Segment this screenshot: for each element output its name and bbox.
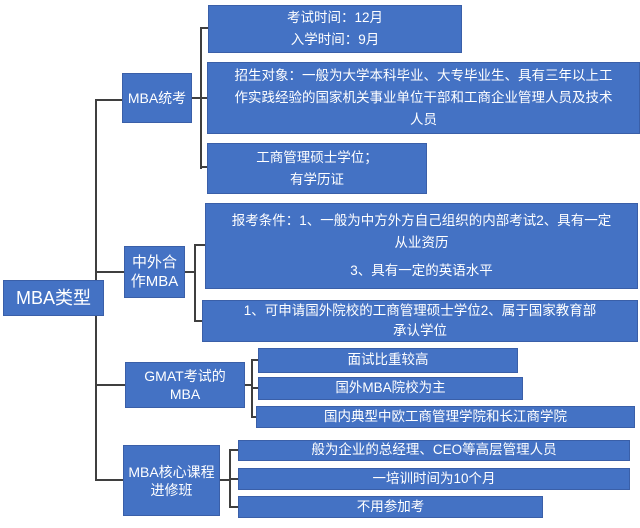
connector-line (229, 478, 239, 480)
connector-branch2-stub (95, 271, 124, 273)
branch-label: 中外合 (131, 254, 177, 271)
text-line: 国内典型中欧工商管理学院和长江商学院 (324, 408, 567, 424)
text-line: 承认学位 (393, 323, 447, 338)
leaf-degree-certificate: 工商管理硕士学位； 有学历证 (207, 143, 427, 194)
text-line: 不用参加考 (356, 498, 425, 514)
connector-line (229, 506, 239, 508)
text-line: 作实践经验的国家机关事业单位干部和工商企业管理人员及技术 (234, 90, 613, 105)
connector-line (251, 387, 259, 389)
connector-line (184, 271, 196, 273)
branch-label: MBA统考 (127, 90, 187, 106)
text-line: 面试比重较高 (347, 352, 429, 368)
leaf-target-executives: 般为企业的总经理、CEO等高层管理人员 (238, 440, 630, 461)
leaf-admission-target: 招生对象：一般为大学本科毕业、大专毕业生、具有三年以上工 作实践经验的国家机关事… (207, 62, 640, 134)
branch-label: GMAT考试的 (144, 368, 226, 384)
connector-bracket2 (194, 244, 196, 322)
branch-node-sino-foreign-mba: 中外合 作MBA (124, 246, 185, 298)
connector-branch4-stub (95, 479, 123, 481)
connector-line (194, 244, 206, 246)
leaf-domestic-schools: 国内典型中欧工商管理学院和长江商学院 (256, 406, 635, 428)
connector-line (200, 97, 208, 99)
branch-label: 作MBA (130, 273, 179, 290)
text-line: 考试时间：12月 (286, 10, 384, 25)
connector-line (200, 27, 209, 29)
branch-node-gmat-mba: GMAT考试的 MBA (125, 362, 245, 408)
leaf-exam-time: 考试时间：12月 入学时间：9月 (208, 5, 462, 53)
text-line: 工商管理硕士学位； (256, 149, 378, 165)
connector-line (251, 416, 257, 418)
leaf-foreign-degree: 1、可申请国外院校的工商管理硕士学位2、属于国家教育部 承认学位 (202, 300, 638, 342)
leaf-foreign-schools: 国外MBA院校为主 (258, 377, 523, 400)
text-line: 一培训时间为10个月 (372, 470, 496, 486)
root-node: MBA类型 (3, 280, 104, 316)
connector-line (192, 97, 202, 99)
text-line: 报考条件：1、一般为中方外方自己组织的内部考试2、具有一定 (231, 213, 612, 228)
leaf-training-duration: 一培训时间为10个月 (238, 468, 630, 490)
text-line: 般为企业的总经理、CEO等高层管理人员 (311, 442, 557, 458)
connector-line (245, 384, 253, 386)
text-line: 入学时间：9月 (290, 32, 380, 47)
branch-node-mba-unified-exam: MBA统考 (122, 73, 192, 123)
branch-label: 进修班 (150, 481, 193, 498)
text-line: 从业资历 (394, 235, 449, 250)
text-line: 人员 (410, 112, 437, 127)
connector-branch3-stub (95, 384, 125, 386)
root-label: MBA类型 (15, 288, 91, 308)
text-line: 招生对象：一般为大学本科毕业、大专毕业生、具有三年以上工 (234, 68, 613, 83)
connector-line (220, 479, 231, 481)
leaf-no-exam: 不用参加考 (238, 496, 543, 518)
connector-line (251, 359, 259, 361)
branch-label: MBA (169, 386, 201, 402)
connector-line (200, 166, 208, 168)
text-line: 3、具有一定的英语水平 (350, 263, 493, 278)
leaf-interview-weight: 面试比重较高 (258, 348, 518, 373)
connector-line (194, 320, 203, 322)
text-line: 1、可申请国外院校的工商管理硕士学位2、属于国家教育部 (243, 303, 597, 318)
leaf-application-conditions: 报考条件：1、一般为中方外方自己组织的内部考试2、具有一定 从业资历 3、具有一… (205, 203, 638, 289)
text-line: 有学历证 (290, 171, 344, 187)
connector-branch1-stub (95, 99, 122, 101)
connector-line (229, 449, 239, 451)
branch-node-mba-core-course: MBA核心课程 进修班 (123, 445, 220, 516)
text-line: 国外MBA院校为主 (335, 380, 446, 396)
branch-label: MBA核心课程 (128, 463, 215, 480)
